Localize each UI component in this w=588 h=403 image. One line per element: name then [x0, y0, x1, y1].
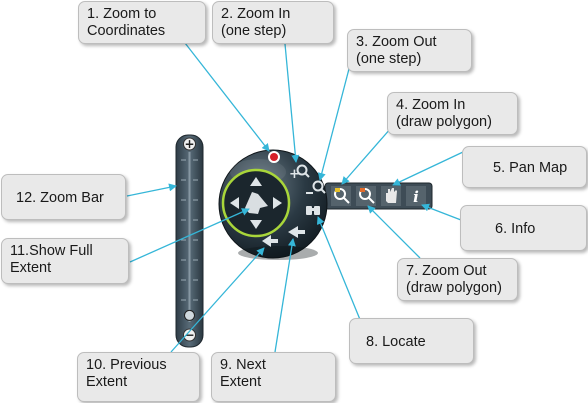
locate-binoculars-icon[interactable] [306, 206, 320, 215]
previous-extent-arrow-icon[interactable] [262, 235, 278, 247]
pan-control-ring[interactable] [221, 168, 291, 238]
svg-text:−: − [184, 328, 194, 342]
leader-line-3 [317, 64, 351, 181]
callout-show-full-extent: 11.Show Full Extent [1, 238, 129, 284]
zoom-to-coordinates-icon[interactable] [268, 151, 280, 163]
zoom-out-polygon-icon[interactable] [356, 186, 376, 206]
zoom-in-polygon-icon[interactable] [331, 186, 351, 206]
full-extent-globe-icon[interactable] [245, 192, 268, 214]
leader-line-11 [129, 208, 250, 263]
callout-info: 6. Info [460, 205, 587, 251]
callout-zoom-to-coordinates: 1. Zoom to Coordinates [78, 1, 206, 44]
pan-down-arrow-icon [250, 220, 262, 229]
zoom-bar[interactable]: + − [175, 134, 204, 348]
callout-pan-map: 5. Pan Map [462, 146, 587, 188]
leader-line-9 [274, 238, 296, 353]
tool-strip: i [324, 182, 433, 210]
info-icon[interactable]: i [406, 186, 426, 206]
callout-zoom-in-polygon: 4. Zoom In (draw polygon) [387, 92, 518, 135]
zoom-bar-minus-icon[interactable]: − [183, 328, 196, 342]
callout-zoom-out-polygon: 7. Zoom Out (draw polygon) [397, 258, 518, 301]
pan-left-arrow-icon [230, 197, 239, 209]
next-extent-arrow-icon[interactable] [288, 226, 305, 238]
svg-text:i: i [413, 188, 419, 206]
callout-zoom-bar: 12. Zoom Bar [1, 174, 126, 220]
svg-text:+: + [184, 137, 194, 151]
leader-line-2 [284, 43, 300, 163]
leader-line-8 [316, 216, 362, 323]
leader-line-6 [421, 203, 462, 221]
callout-previous-extent: 10. Previous Extent [77, 352, 200, 402]
leader-line-10 [170, 247, 265, 353]
zoom-in-step-icon[interactable]: + [289, 164, 310, 183]
leader-line-1 [184, 42, 270, 152]
pan-hand-icon[interactable] [381, 186, 401, 206]
svg-text:+: + [289, 167, 300, 182]
callout-locate: 8. Locate [349, 318, 474, 364]
leader-line-5 [392, 151, 464, 186]
navigator-ball: + [218, 149, 328, 260]
leader-line-12 [126, 183, 177, 197]
pan-right-arrow-icon [273, 197, 282, 209]
zoom-bar-slider-handle[interactable] [184, 309, 195, 321]
pan-up-arrow-icon [250, 177, 262, 186]
callout-zoom-in-step: 2. Zoom In (one step) [212, 1, 334, 44]
zoom-out-step-icon[interactable] [306, 180, 326, 194]
callout-next-extent: 9. Next Extent [211, 352, 336, 402]
zoom-bar-plus-icon[interactable]: + [183, 137, 196, 151]
leader-line-7 [367, 205, 421, 259]
callout-zoom-out-step: 3. Zoom Out (one step) [347, 29, 472, 72]
